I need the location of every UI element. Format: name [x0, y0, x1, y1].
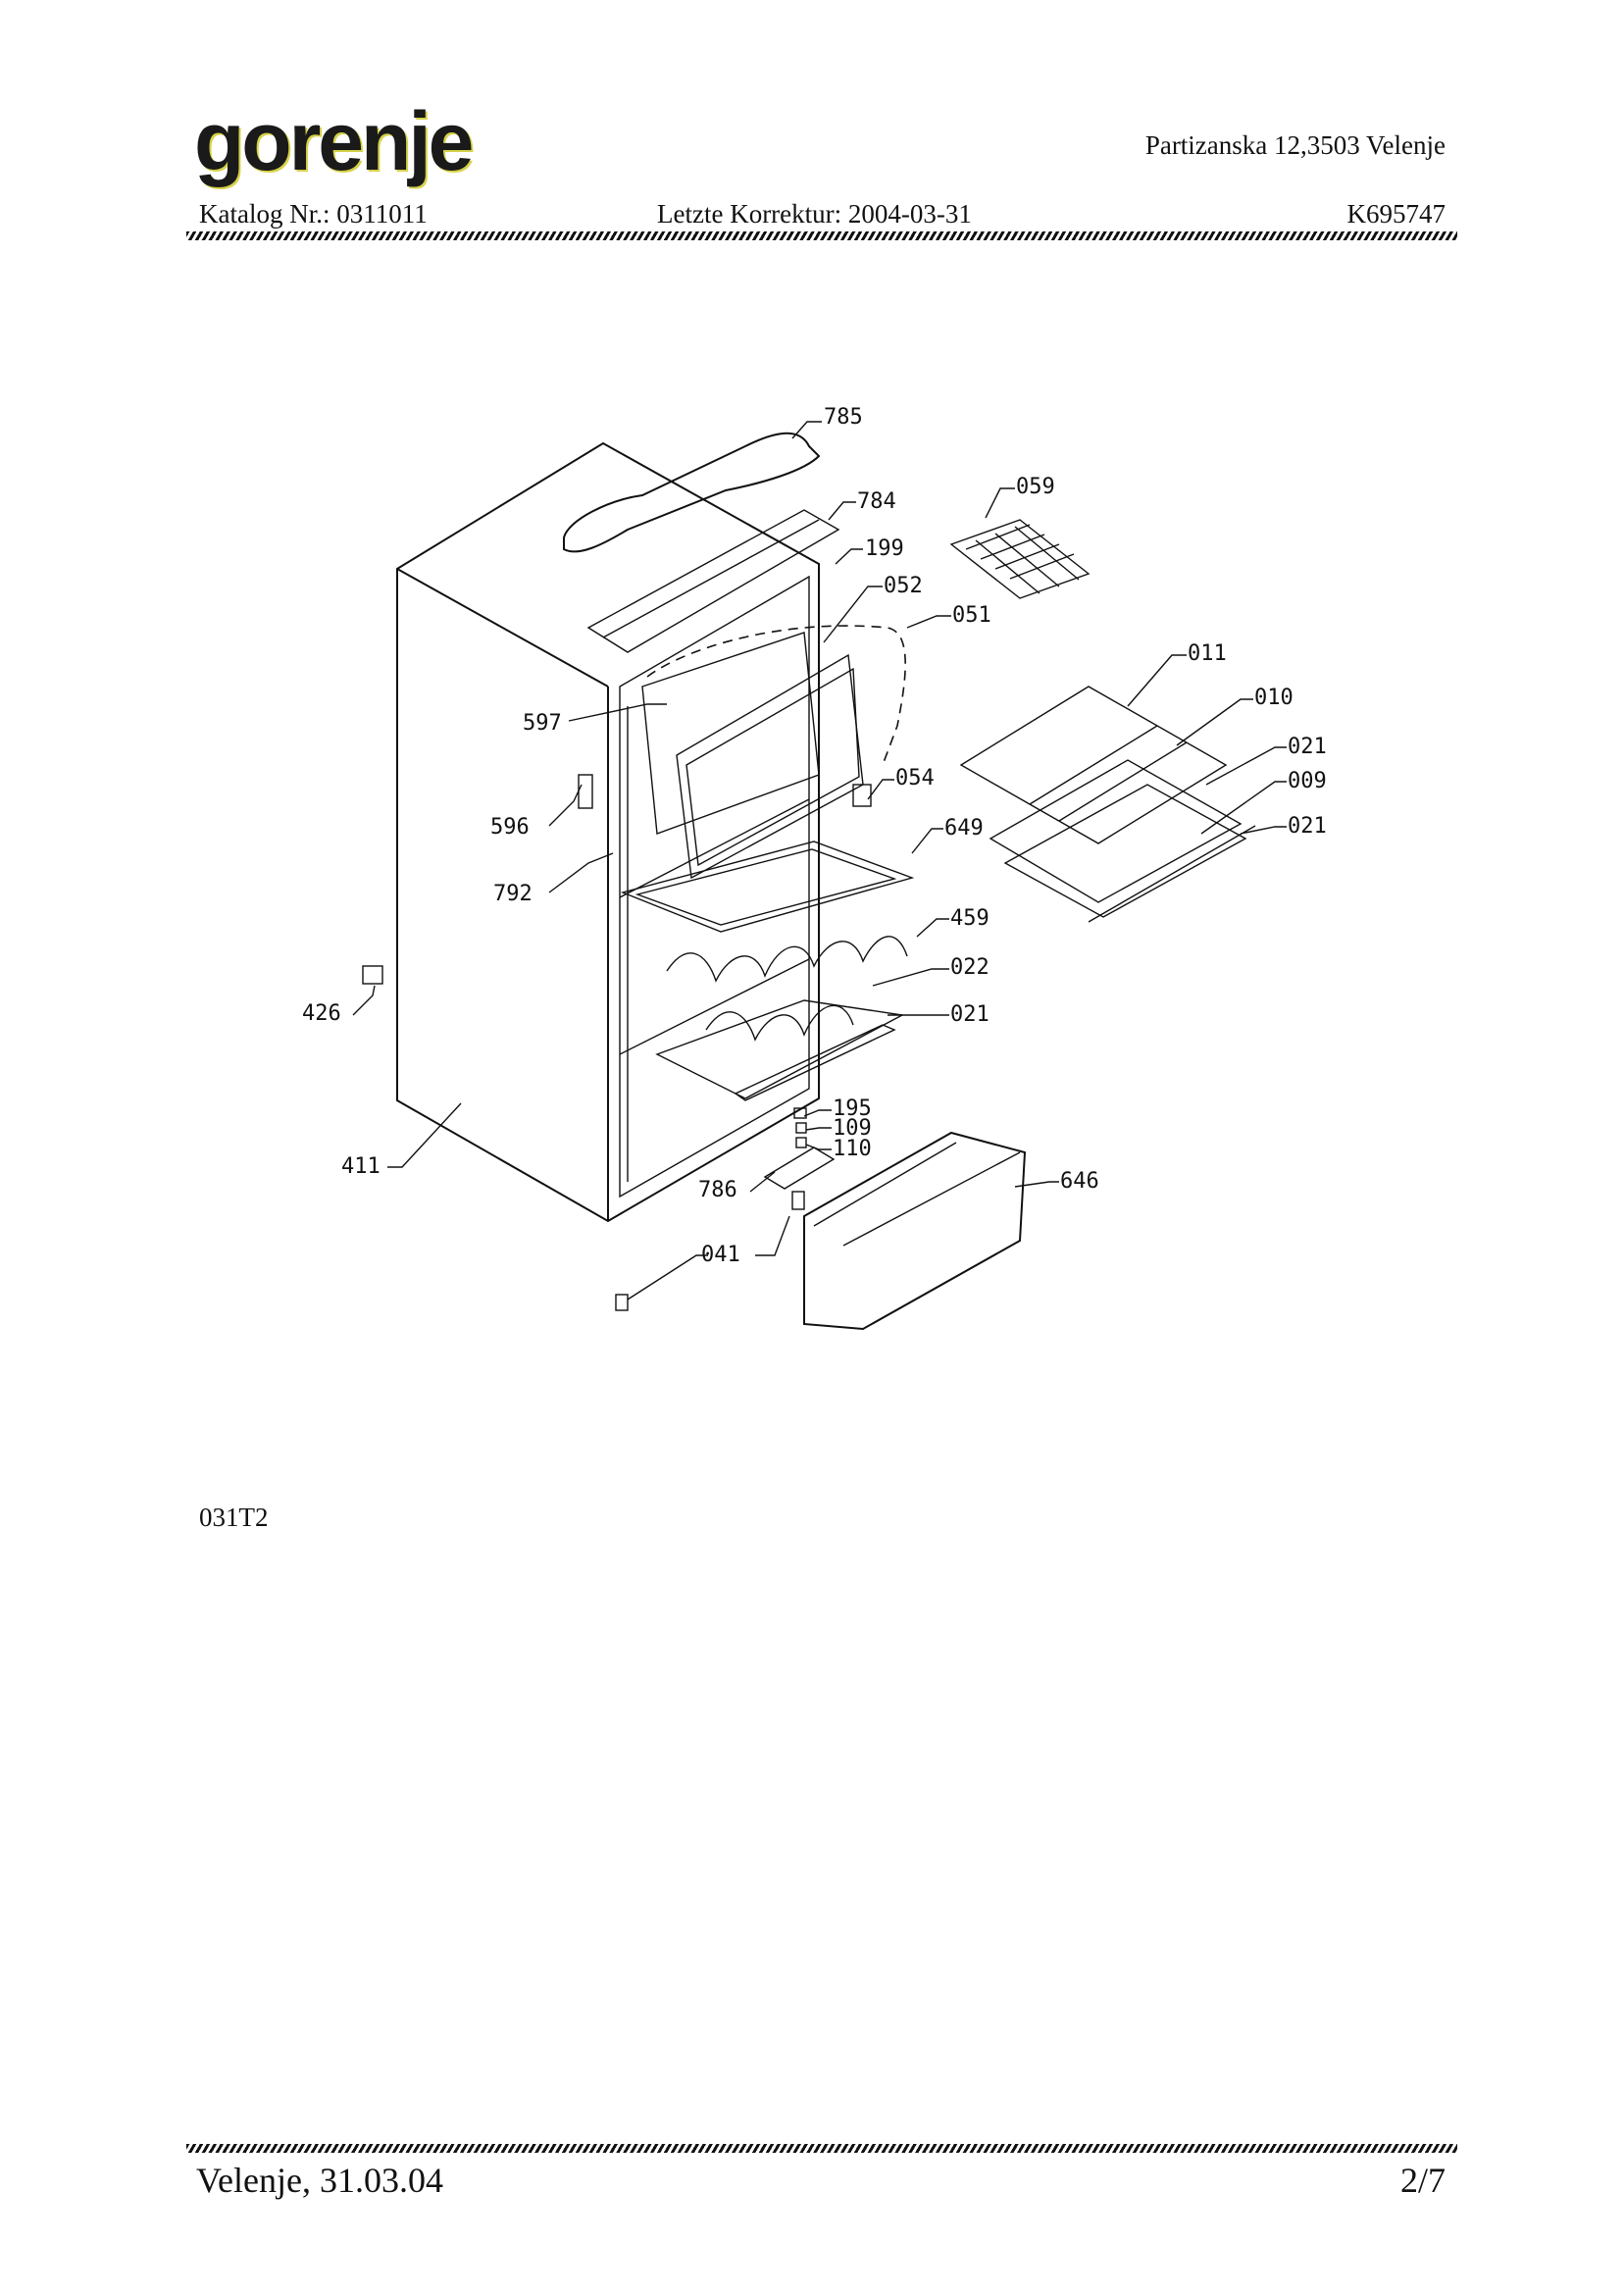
label-021-upper: 021 [1288, 735, 1327, 759]
footer-place-date: Velenje, 31.03.04 [196, 2161, 443, 2200]
part-labels: 785 784 199 059 052 051 011 010 597 021 … [302, 405, 1327, 1267]
label-426: 426 [302, 1001, 341, 1026]
label-022: 022 [950, 955, 990, 980]
label-785: 785 [824, 405, 863, 430]
label-646: 646 [1060, 1169, 1099, 1194]
label-054: 054 [895, 766, 935, 790]
label-199: 199 [865, 536, 904, 561]
cover-bracket [586, 509, 840, 653]
label-109: 109 [833, 1116, 872, 1141]
model-number: K695747 [1346, 199, 1446, 229]
label-784: 784 [857, 489, 896, 514]
label-021-wire: 021 [1288, 814, 1327, 839]
label-052: 052 [884, 574, 923, 598]
catalog-number: Katalog Nr.: 0311011 [199, 199, 428, 229]
crisper-drawer [803, 1131, 1027, 1331]
footer-hatched-rule [186, 2144, 1457, 2153]
label-792: 792 [493, 882, 533, 906]
label-041: 041 [701, 1243, 740, 1267]
hinge-parts [362, 774, 872, 1311]
label-011: 011 [1188, 641, 1227, 666]
label-596: 596 [490, 815, 530, 840]
glass-shelf-upper [620, 841, 915, 933]
freezer-compartment [641, 625, 906, 880]
label-009: 009 [1288, 769, 1327, 793]
bottle-rack [666, 936, 908, 1042]
label-195: 195 [833, 1096, 872, 1121]
last-revision: Letzte Korrektur: 2004-03-31 [657, 199, 972, 229]
label-021-lower: 021 [950, 1002, 990, 1027]
refrigerator-cabinet [396, 441, 820, 1223]
top-cover [563, 432, 821, 553]
leader-lines [352, 421, 1287, 1300]
footer-page-number: 2/7 [1399, 2161, 1446, 2200]
label-459: 459 [950, 906, 990, 931]
company-address: Partizanska 12,3503 Velenje [1144, 130, 1446, 160]
label-597: 597 [523, 711, 562, 736]
diagram-code: 031T2 [199, 1503, 269, 1532]
label-649: 649 [944, 816, 984, 841]
label-110: 110 [833, 1137, 872, 1161]
gorenje-logo: gorenje [194, 95, 474, 187]
label-411: 411 [341, 1154, 381, 1179]
label-059: 059 [1016, 475, 1055, 499]
ice-cube-tray [949, 519, 1091, 599]
label-786: 786 [698, 1178, 737, 1202]
header-hatched-rule [186, 231, 1457, 240]
label-051: 051 [952, 603, 991, 628]
wire-shelves [959, 686, 1256, 923]
label-010: 010 [1254, 686, 1294, 710]
